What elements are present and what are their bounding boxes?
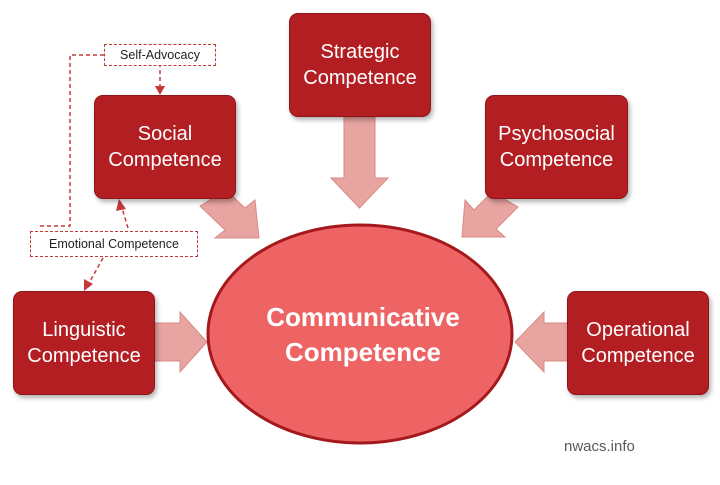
center-label: Communicative Competence	[213, 300, 513, 370]
linguistic-line1: Linguistic	[42, 319, 126, 341]
arrow-social	[199, 189, 260, 239]
arrow-psychosocial	[461, 191, 519, 238]
arrow-strategic	[329, 116, 390, 209]
operational-line1: Operational	[586, 319, 690, 341]
watermark-text: nwacs.info	[564, 438, 635, 455]
strategic-line2: Competence	[303, 67, 417, 89]
center-circle	[206, 223, 514, 445]
strategic-line1: Strategic	[320, 41, 400, 63]
psychosocial-line1: Psychosocial	[498, 123, 615, 145]
social-line1: Social	[137, 123, 193, 145]
operational-line2: Competence	[581, 345, 695, 367]
center-line2: Competence	[284, 337, 442, 368]
self-advocacy-connector	[40, 54, 165, 227]
social-line2: Competence	[108, 149, 222, 171]
linguistic-line2: Competence	[27, 345, 141, 367]
arrow-operational	[514, 310, 571, 374]
emotional-competence-tag: Emotional Competence	[30, 231, 198, 257]
psychosocial-line2: Competence	[499, 149, 614, 171]
center-line1: Communicative	[266, 302, 460, 332]
emotional-connector	[84, 199, 129, 291]
arrow-linguistic	[152, 310, 208, 374]
self-advocacy-tag: Self-Advocacy	[104, 44, 216, 66]
